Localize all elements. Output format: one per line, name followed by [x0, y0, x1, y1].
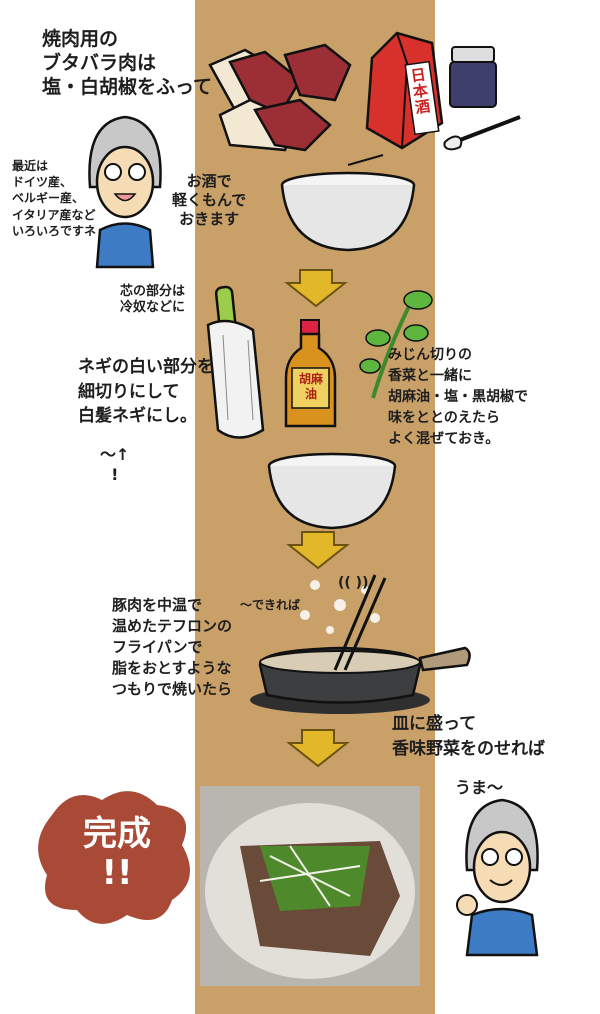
sizzle-mark: (( )) [338, 575, 369, 591]
pepper-jar-icon [443, 46, 521, 151]
pork-belly-illustration [208, 43, 352, 152]
leek-illustration [206, 285, 265, 439]
mixing-bowl-icon [280, 154, 416, 252]
mixing-bowl-icon [267, 452, 397, 530]
frying-pan-illustration [250, 574, 471, 714]
done-label: 完成 !! [83, 814, 151, 894]
sake-carton-icon [365, 31, 444, 150]
serve-note: 皿に盛って 香味野菜をのせれば [392, 714, 545, 759]
author-avatar-eating [456, 798, 539, 957]
completion-burst [38, 791, 190, 924]
origin-note: 最近は ドイツ産、 ベルギー産、 イタリア産など いろいろですネ [12, 159, 97, 238]
meat-note: 焼肉用の ブタバラ肉は 塩・白胡椒をふって [42, 28, 213, 98]
exclaim-mark: 〜↑ ! [100, 445, 130, 484]
sake-note: お酒で 軽くもんで おきます [172, 172, 247, 228]
arrow-down-icon [284, 269, 348, 308]
arrow-down-icon [286, 531, 350, 570]
season-note: みじん切りの 香菜と一緒に 胡麻油・塩・黒胡椒で 味をととのえたら よく混ぜてお… [388, 347, 528, 447]
sesame-oil-bottle-icon [284, 319, 337, 428]
coriander-herb-icon [359, 290, 433, 399]
leek-note: ネギの白い部分を 細切りにして 白髪ネギにし。 [78, 357, 214, 427]
fry-note: 豚肉を中温で 温めたテフロンの フライパンで 脂をおとすような つもりで焼いたら [112, 596, 233, 698]
leek-core-note: 芯の部分は 冷奴などに [120, 284, 186, 316]
author-avatar [88, 115, 162, 269]
finished-dish-photo [200, 786, 420, 986]
oil-label: 胡麻油 [298, 372, 323, 401]
arrow-down-icon [286, 729, 350, 768]
yum-note: うま〜 [455, 778, 504, 797]
if-possible-note: 〜できれば [240, 598, 301, 612]
